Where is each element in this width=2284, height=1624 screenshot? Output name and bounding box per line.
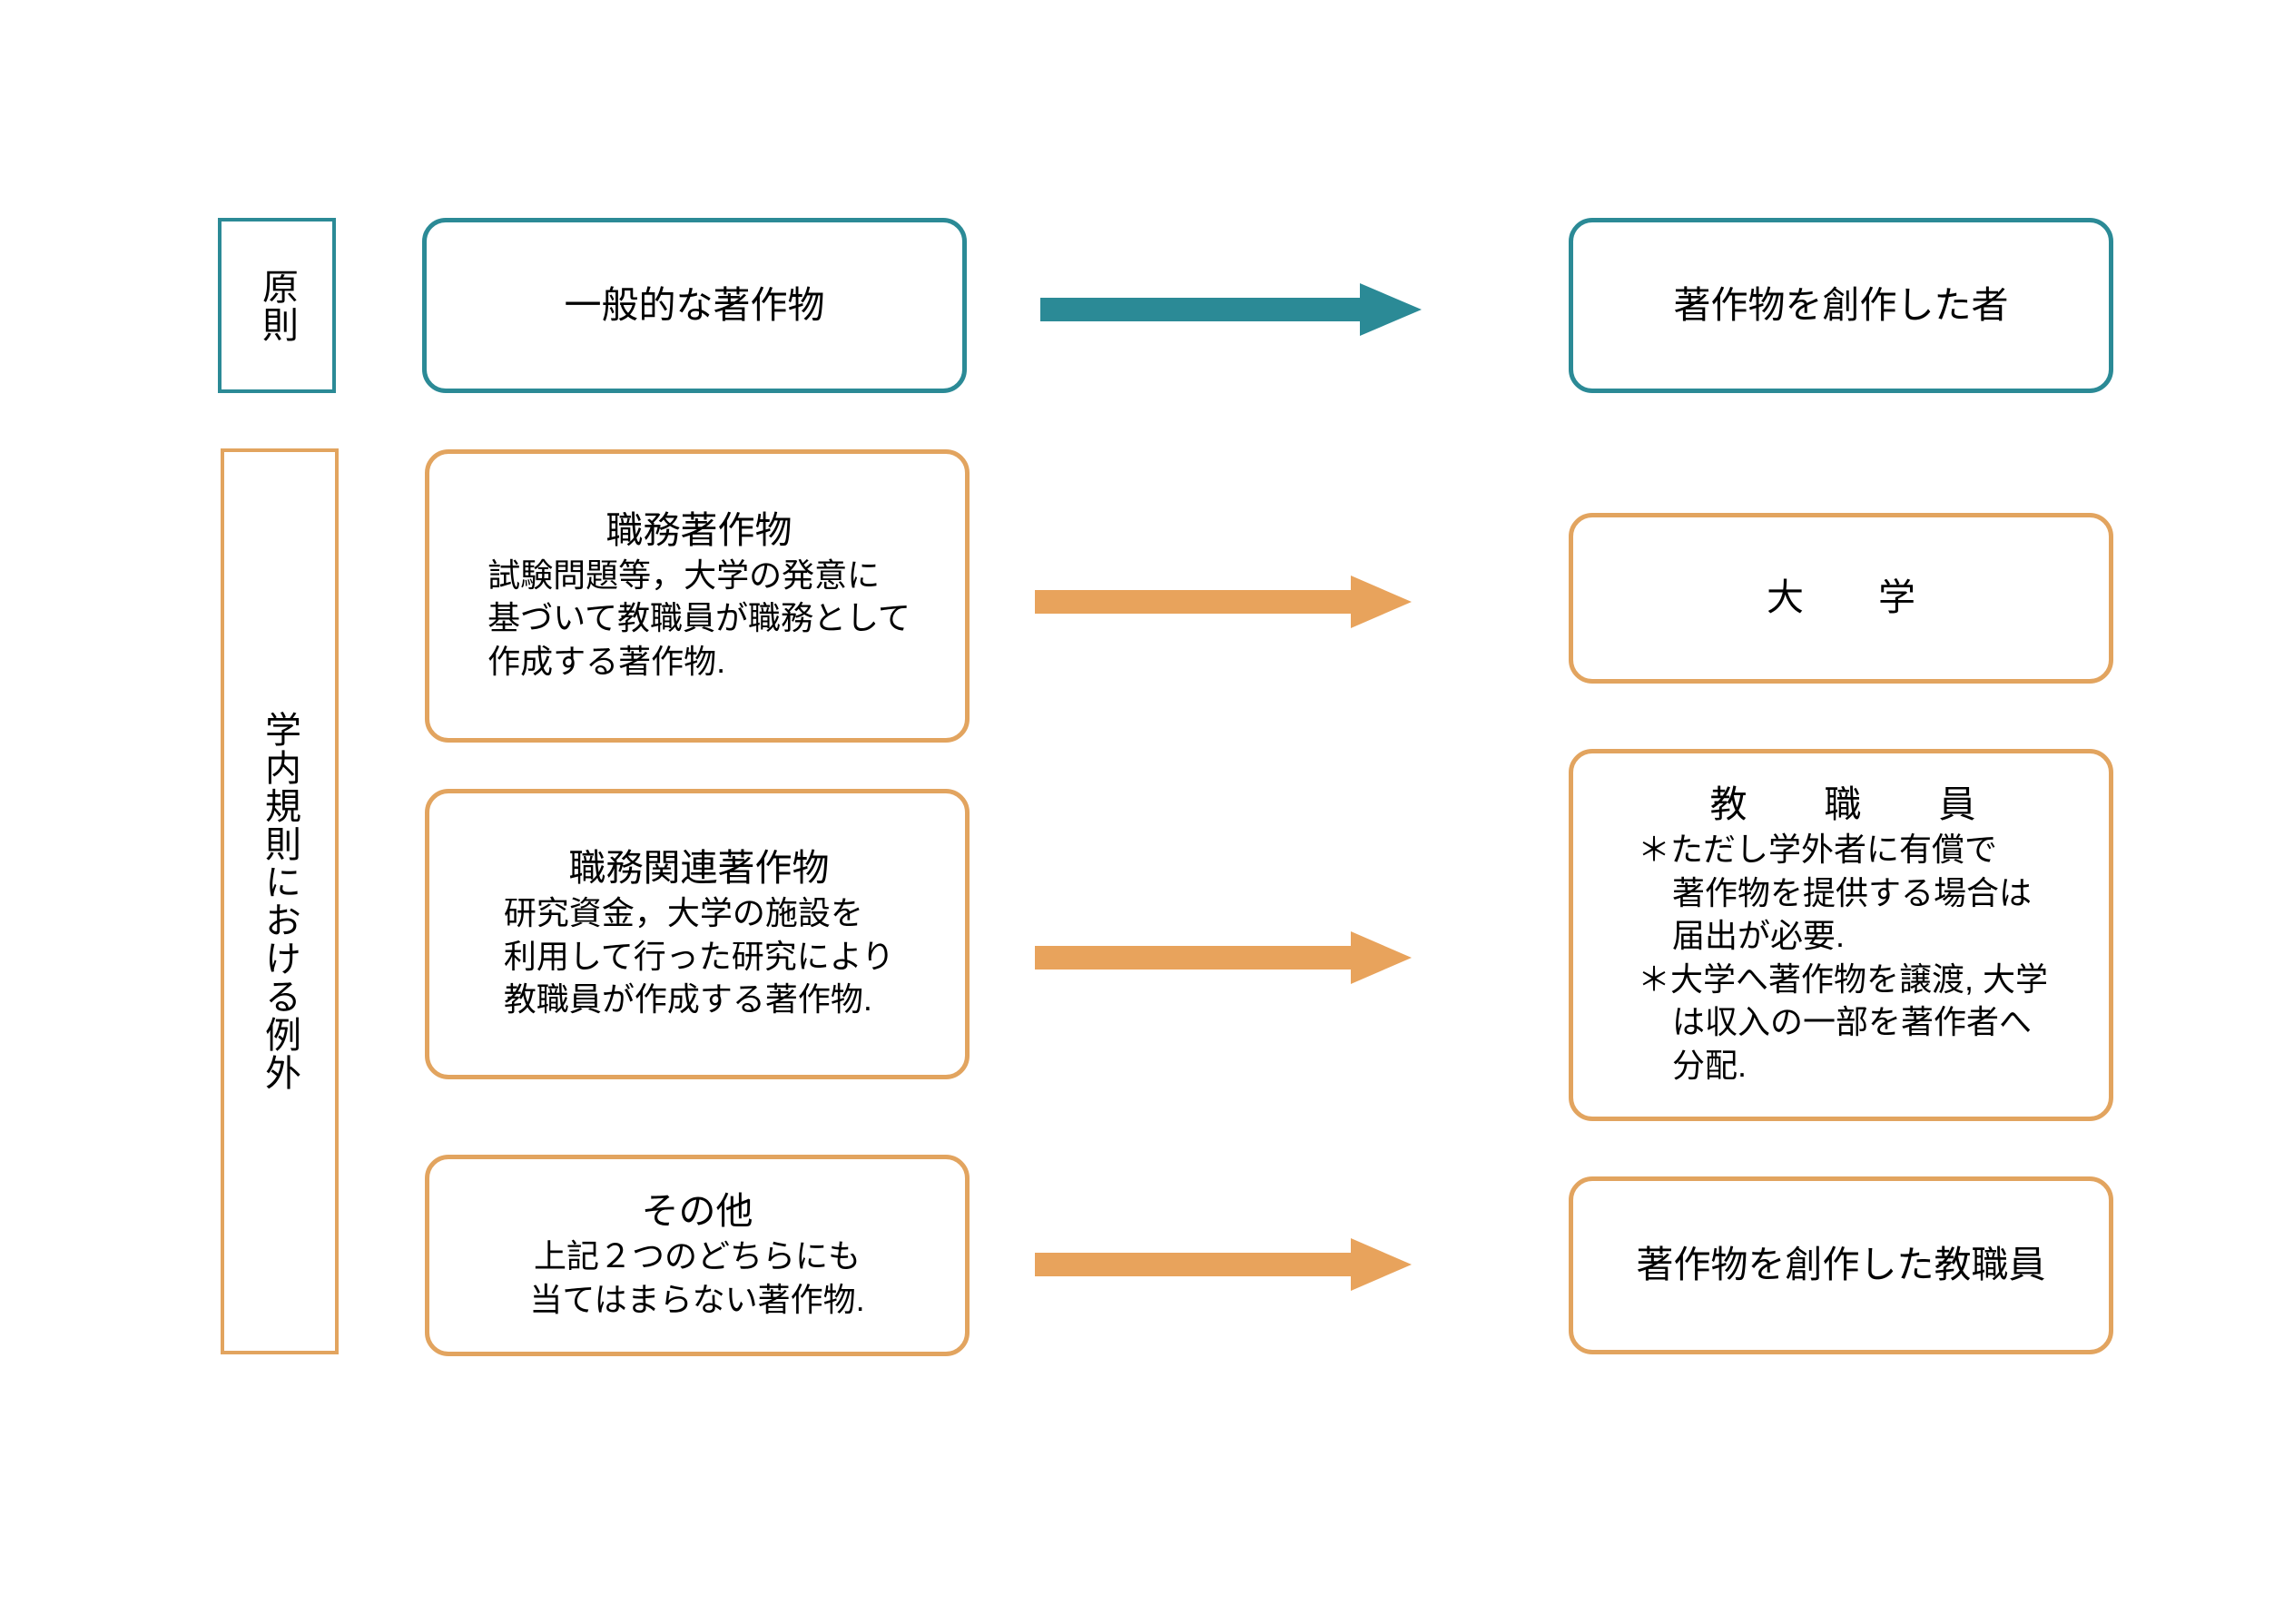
source-body-work-related: 研究資金，大学の施設を 利用して行った研究により 教職員が作成する著作物. [503, 894, 895, 1019]
source-box-general-work: 一般的な著作物 [422, 218, 967, 393]
source-title-general-work: 一般的な著作物 [564, 283, 825, 326]
target-note-item: ＊大学へ著作物を譲渡, 大学 は収入の一部を著作者へ 分配. [1637, 960, 2048, 1084]
arrow-work-related [1035, 931, 1412, 984]
target-note-item: ＊ただし学外者に有償で 著作物を提供する場合は 届出が必要. [1637, 831, 2032, 955]
target-title-creator: 著作物を創作した者 [1673, 283, 2009, 326]
arrow-other [1035, 1238, 1412, 1291]
category-box-exception: 学内規則における例外 [221, 448, 339, 1354]
source-body-other: 上記２つのどちらにも 当てはまらない著作物. [529, 1237, 865, 1318]
target-title-university: 大 学 [1767, 576, 1915, 619]
source-box-work-related: 職務関連著作物 研究資金，大学の施設を 利用して行った研究により 教職員が作成す… [425, 789, 970, 1079]
source-title-work-for-hire: 職務著作物 [605, 508, 793, 551]
target-notes-staff: ＊ただし学外者に有償で 著作物を提供する場合は 届出が必要. ＊大学へ著作物を譲… [1638, 828, 2048, 1087]
category-label-principle: 原則 [257, 267, 297, 344]
source-title-work-related: 職務関連著作物 [568, 847, 830, 890]
source-title-other: その他 [641, 1189, 753, 1232]
target-title-staff: 教 職 員 [1709, 782, 1996, 825]
target-box-creator: 著作物を創作した者 [1569, 218, 2113, 393]
category-box-principle: 原則 [218, 218, 336, 393]
arrow-principle [1040, 283, 1422, 336]
category-label-exception: 学内規則における例外 [260, 711, 300, 1092]
source-box-work-for-hire: 職務著作物 試験問題等，大学の発意に 基づいて教職員が職務として 作成する著作物… [425, 449, 970, 743]
arrow-work-for-hire [1035, 576, 1412, 628]
target-title-staff-creator: 著作物を創作した教職員 [1636, 1244, 2046, 1286]
target-box-staff-creator: 著作物を創作した教職員 [1569, 1176, 2113, 1354]
target-box-staff: 教 職 員 ＊ただし学外者に有償で 著作物を提供する場合は 届出が必要. ＊大学… [1569, 749, 2113, 1121]
target-box-university: 大 学 [1569, 513, 2113, 684]
source-body-work-for-hire: 試験問題等，大学の発意に 基づいて教職員が職務として 作成する著作物. [487, 556, 911, 680]
source-box-other: その他 上記２つのどちらにも 当てはまらない著作物. [425, 1155, 970, 1356]
